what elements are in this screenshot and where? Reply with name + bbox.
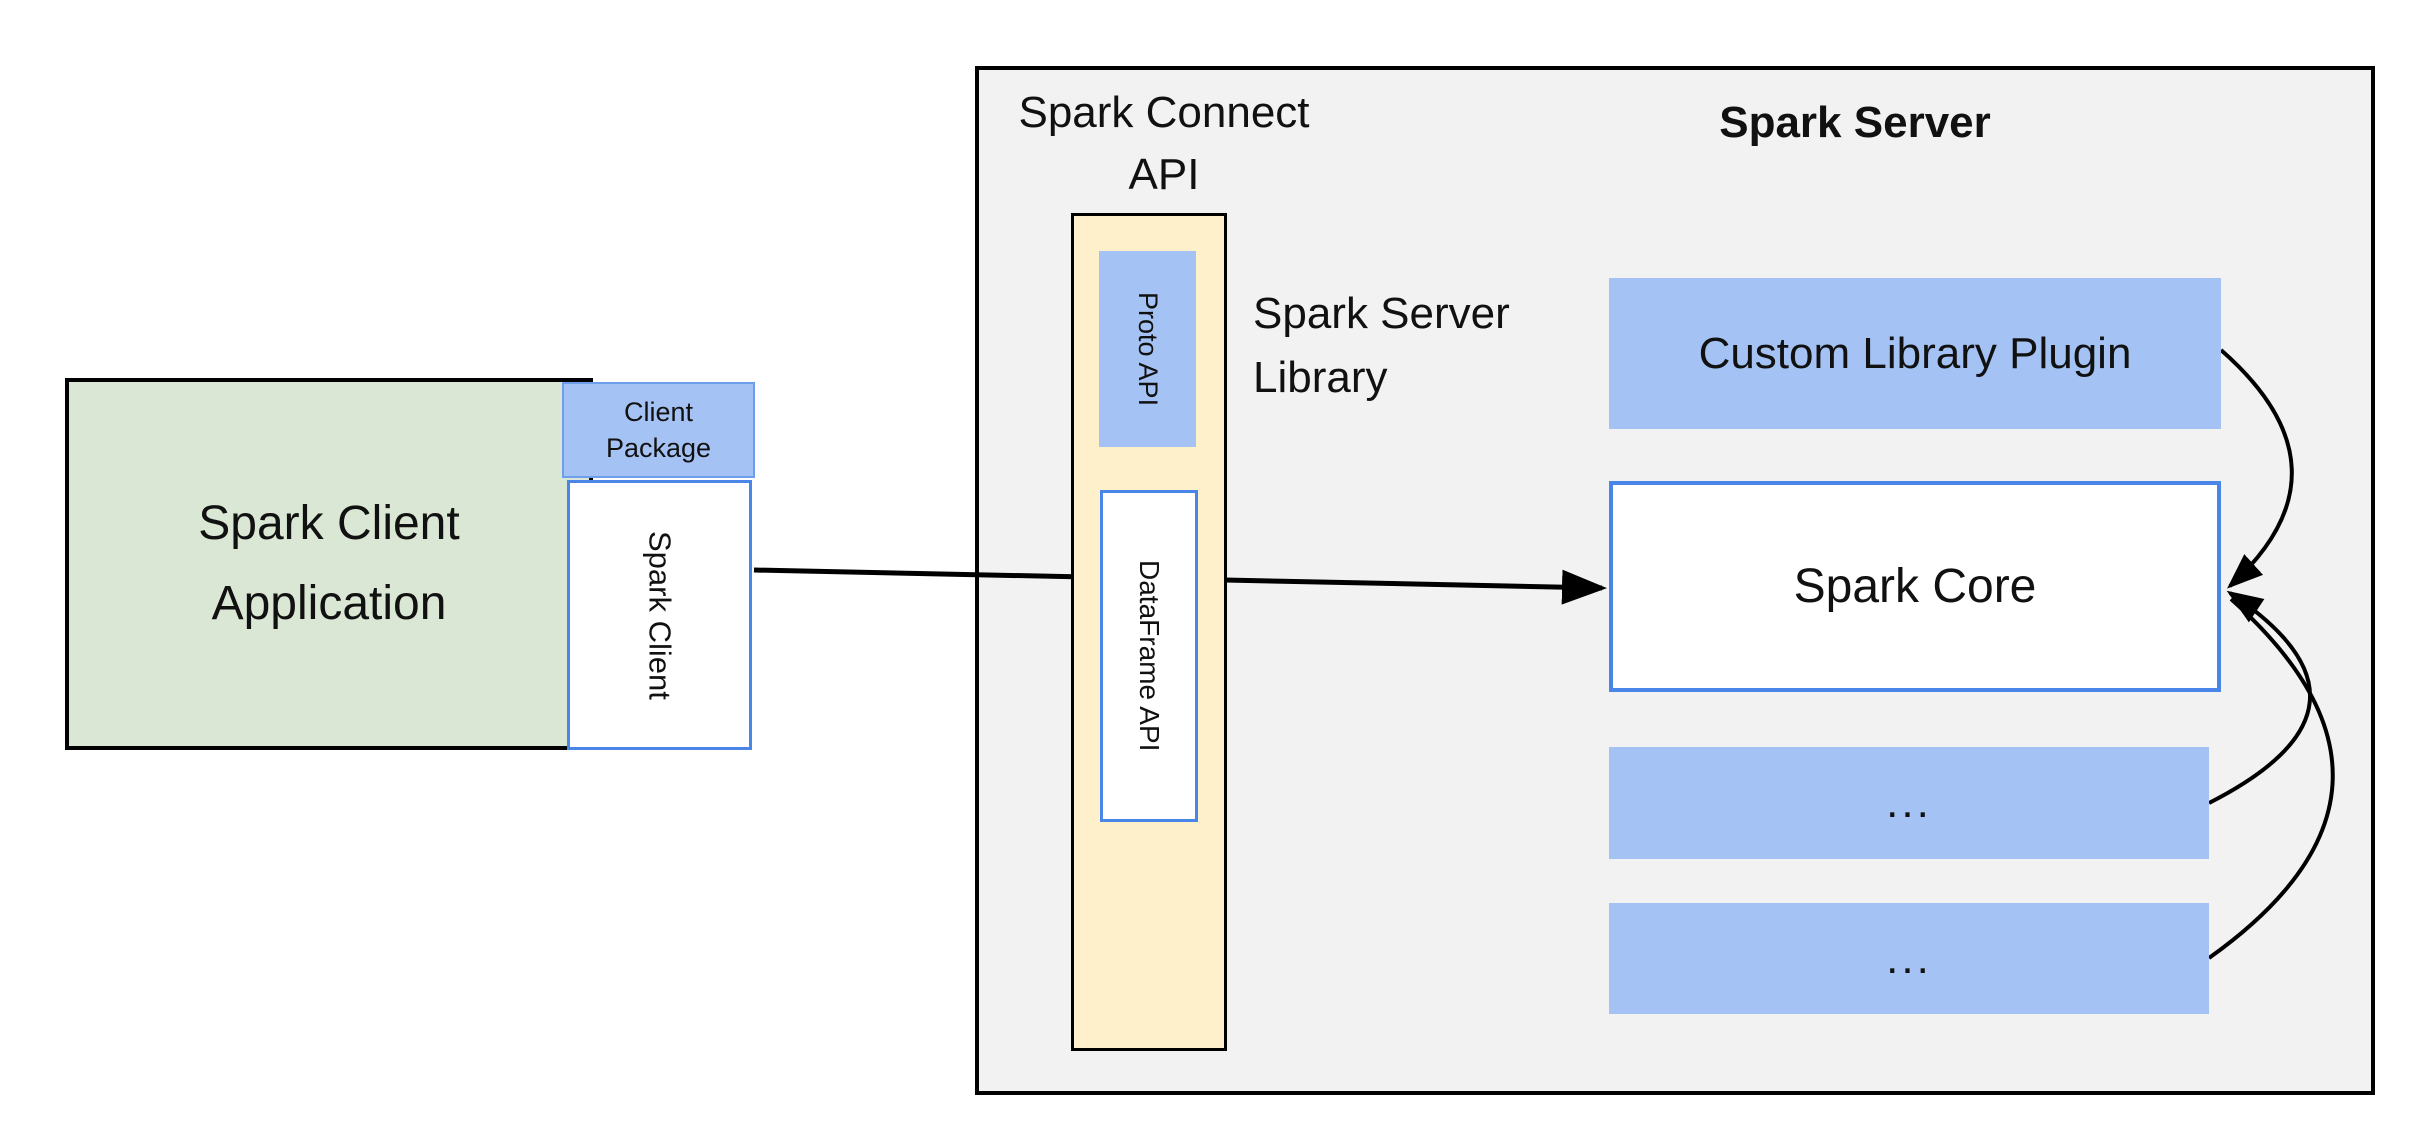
spark-client-application-box: Spark Client Application bbox=[65, 378, 593, 750]
spark-connect-api-title-line2: API bbox=[1128, 150, 1200, 199]
client-package-label-line1: Client bbox=[623, 397, 693, 427]
client-package-label: Client Package bbox=[606, 394, 711, 466]
spark-client-application-label: Spark Client Application bbox=[198, 484, 459, 644]
spark-server-title: Spark Server bbox=[1719, 98, 1991, 147]
spark-server-library-label-line2: Library bbox=[1253, 353, 1388, 402]
custom-library-plugin-box: Custom Library Plugin bbox=[1609, 278, 2221, 429]
plugin1-to-core-curve bbox=[2208, 590, 2313, 805]
client-package-label-line2: Package bbox=[605, 433, 712, 463]
spark-client-box: Spark Client bbox=[567, 480, 752, 750]
proto-api-box: Proto API bbox=[1099, 251, 1196, 447]
spark-server-library-label-line1: Spark Server bbox=[1253, 289, 1510, 338]
plugin-placeholder-box-2: ... bbox=[1609, 903, 2209, 1014]
spark-client-label: Spark Client bbox=[642, 530, 678, 700]
proto-api-label: Proto API bbox=[1133, 291, 1163, 407]
spark-server-library-label: Spark Server Library bbox=[1253, 282, 1583, 410]
spark-core-box: Spark Core bbox=[1609, 481, 2221, 692]
plugin2-to-core-curve bbox=[2207, 597, 2335, 960]
spark-connect-api-title: Spark Connect API bbox=[1014, 82, 1314, 206]
spark-client-application-label-line2: Application bbox=[211, 577, 447, 630]
plugin-placeholder-box-1: ... bbox=[1609, 747, 2209, 859]
plugin-to-core-curve bbox=[2219, 348, 2294, 589]
dataframe-api-label: DataFrame API bbox=[1134, 560, 1165, 752]
dataframe-api-box: DataFrame API bbox=[1100, 490, 1198, 822]
spark-client-application-label-line1: Spark Client bbox=[198, 497, 460, 550]
client-package-box: Client Package bbox=[562, 382, 755, 478]
spark-connect-api-title-line1: Spark Connect bbox=[1018, 88, 1310, 137]
